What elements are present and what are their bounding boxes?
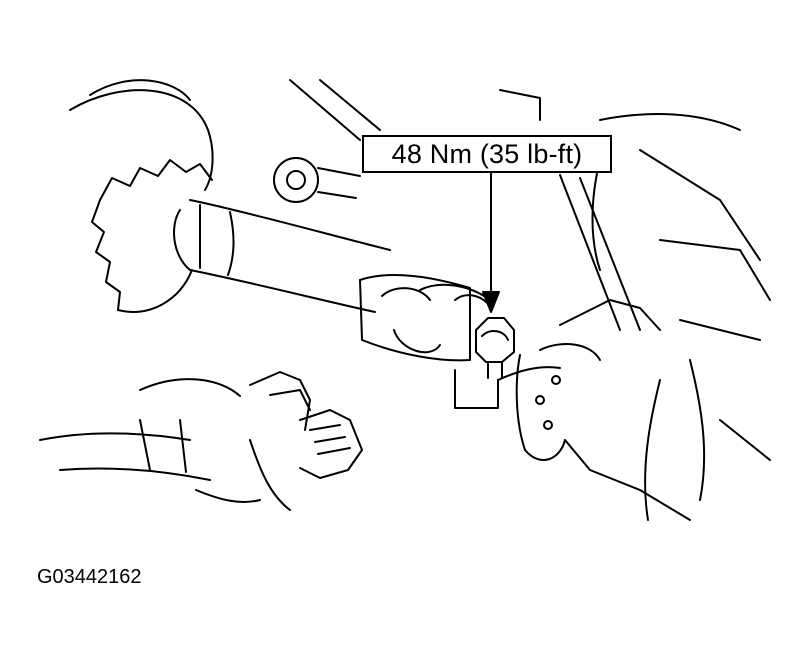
figure-id: G03442162 bbox=[37, 566, 142, 588]
gear-left bbox=[91, 159, 213, 313]
subframe bbox=[591, 113, 771, 521]
linkage-rods bbox=[289, 79, 641, 331]
bolt-icon bbox=[475, 317, 515, 379]
electrical-connector bbox=[249, 371, 363, 511]
mounting-bracket bbox=[454, 366, 561, 409]
intermediate-shaft bbox=[173, 199, 391, 313]
torque-callout-box: 48 Nm (35 lb-ft) bbox=[362, 135, 612, 173]
arrow-down-icon bbox=[482, 172, 500, 313]
universal-joint bbox=[359, 273, 491, 362]
torque-label: 48 Nm (35 lb-ft) bbox=[391, 138, 583, 169]
steering-gear-flange bbox=[515, 299, 691, 521]
lower-left-housing bbox=[39, 378, 261, 503]
steering-column-housing bbox=[69, 79, 214, 191]
bearing-cap bbox=[273, 157, 361, 203]
